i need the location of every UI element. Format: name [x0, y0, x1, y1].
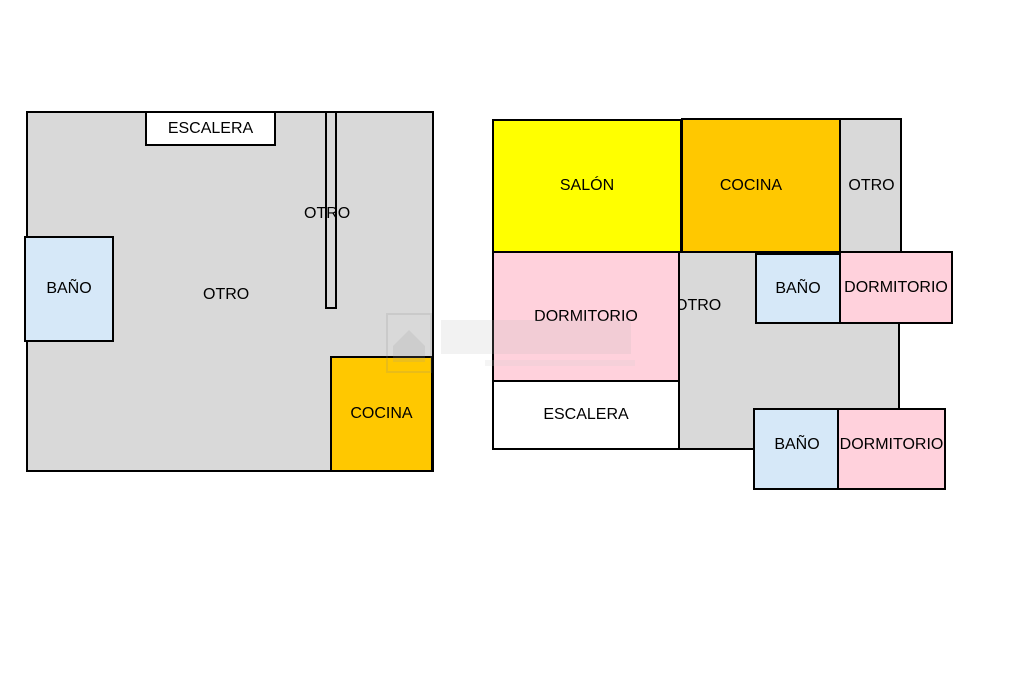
- right-salon: SALÓN: [492, 119, 682, 253]
- right-kitchen: COCINA: [681, 118, 841, 253]
- right-bathroom-upper-label: BAÑO: [775, 279, 821, 297]
- right-bathroom-upper: BAÑO: [755, 253, 841, 324]
- left-corridor: [325, 111, 337, 309]
- right-salon-label: SALÓN: [559, 177, 615, 194]
- right-dormitorio-lower-label: DORMITORIO: [839, 436, 944, 453]
- right-central-area-label: OTRO: [675, 297, 722, 314]
- right-otro-top: OTRO: [839, 118, 902, 253]
- right-dormitorio-upper-label: DORMITORIO: [844, 278, 948, 296]
- right-otro-top-label: OTRO: [848, 176, 895, 194]
- right-stair: ESCALERA: [492, 380, 680, 450]
- left-bathroom: BAÑO: [24, 236, 114, 342]
- left-stair-label: ESCALERA: [167, 119, 254, 137]
- right-dormitorio-main: DORMITORIO: [492, 251, 680, 382]
- right-bathroom-lower: BAÑO: [753, 408, 841, 490]
- right-dormitorio-lower: DORMITORIO: [837, 408, 946, 490]
- left-bathroom-label: BAÑO: [46, 280, 92, 297]
- right-dormitorio-upper: DORMITORIO: [839, 251, 953, 324]
- left-corridor-label: OTRO: [304, 205, 351, 222]
- left-kitchen-label: COCINA: [350, 405, 413, 422]
- right-bathroom-lower-label: BAÑO: [774, 436, 820, 453]
- left-kitchen: COCINA: [330, 356, 433, 472]
- right-stair-label: ESCALERA: [543, 406, 629, 423]
- right-dormitorio-main-label: DORMITORIO: [534, 307, 638, 325]
- right-kitchen-label: COCINA: [719, 176, 783, 194]
- left-stair: ESCALERA: [145, 111, 276, 146]
- left-main-room-label: OTRO: [203, 286, 250, 303]
